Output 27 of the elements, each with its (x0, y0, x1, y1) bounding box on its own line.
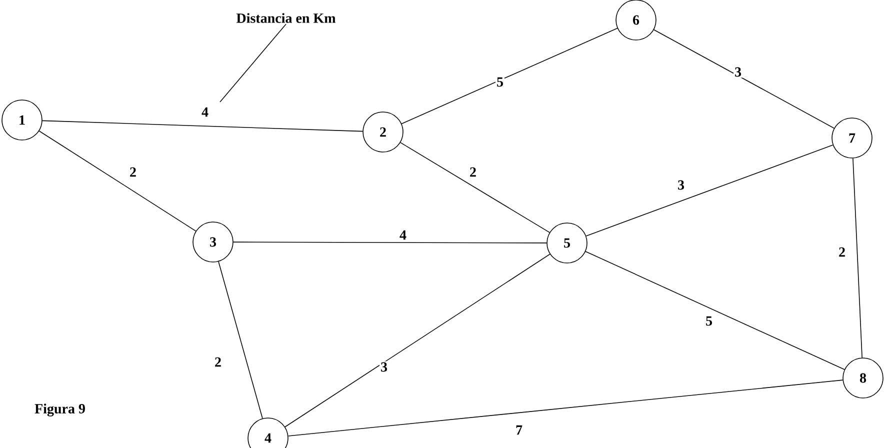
edge-label: 3 (734, 66, 742, 78)
connector-line (288, 380, 844, 436)
edge-label: 7 (514, 424, 524, 436)
edge-label: 4 (398, 229, 408, 241)
connector-line (42, 120, 364, 132)
connector-line (400, 142, 550, 233)
leader-line (220, 24, 286, 102)
figure-caption: Figura 9 (34, 404, 85, 416)
edge-label: 4 (200, 106, 210, 118)
edge-label: 2 (838, 246, 846, 258)
connector-line (38, 130, 196, 232)
connector-line (218, 261, 263, 419)
connector-line (284, 254, 550, 428)
connector-line (586, 144, 834, 236)
edge-label: 3 (380, 361, 388, 373)
edge-label: 3 (676, 179, 686, 191)
connector-line (233, 242, 547, 244)
edge-label: 5 (496, 76, 504, 88)
note-text: Distancia en Km (236, 13, 336, 23)
connector-line (654, 29, 834, 129)
connector-line (852, 158, 862, 358)
connector-line (401, 28, 618, 124)
edge-label: 2 (128, 166, 138, 178)
edge-label: 2 (468, 166, 478, 178)
connector-line (585, 251, 845, 370)
edge-label: 5 (704, 315, 714, 327)
edge-label: 2 (214, 356, 222, 368)
